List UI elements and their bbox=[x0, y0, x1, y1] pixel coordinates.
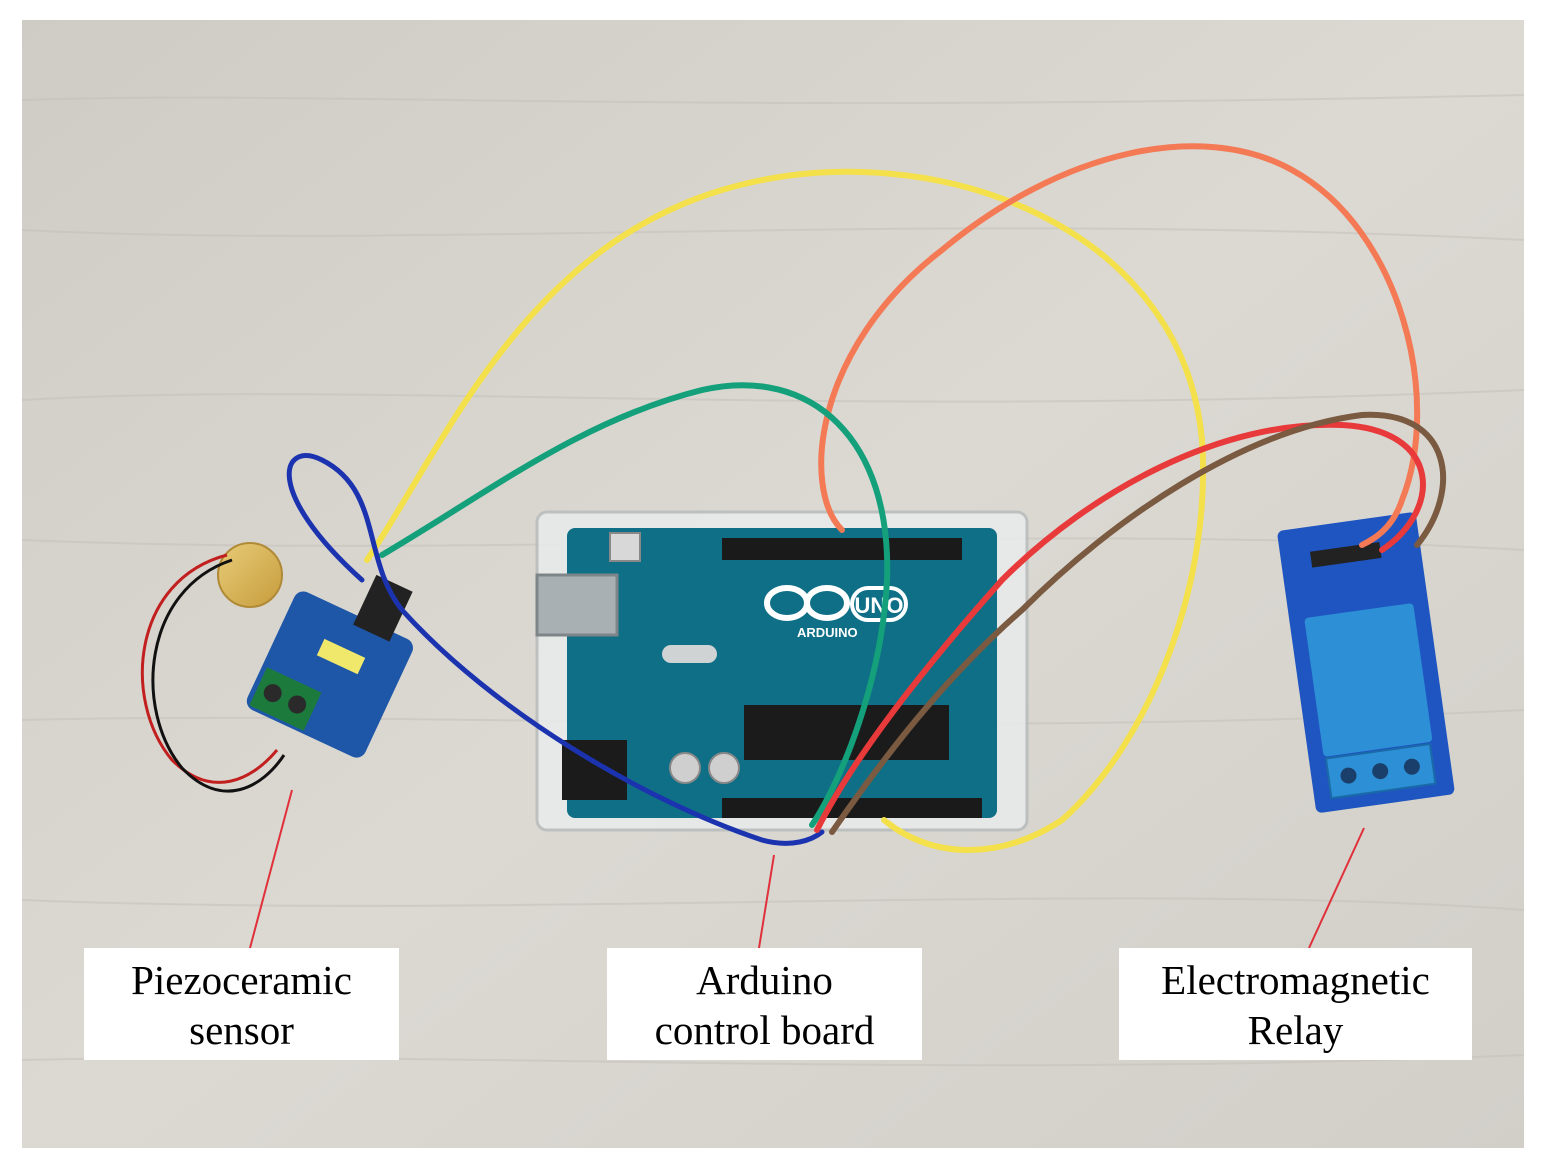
capacitor bbox=[708, 752, 740, 784]
callout-lines bbox=[249, 789, 1365, 949]
sensor-resistor bbox=[316, 638, 366, 675]
callout-line-arduino bbox=[758, 854, 775, 949]
arduino-board: UNO ARDUINO bbox=[535, 510, 1029, 832]
label-line-1: Piezoceramic bbox=[131, 957, 352, 1003]
capacitor bbox=[669, 752, 701, 784]
wire-orange bbox=[818, 143, 1421, 548]
uno-text: UNO bbox=[855, 593, 904, 618]
pcb bbox=[567, 528, 997, 818]
callout-line-piezo bbox=[249, 789, 293, 949]
arduino-logo bbox=[764, 585, 850, 621]
reset-button bbox=[609, 532, 641, 562]
piezo-disc bbox=[217, 542, 283, 608]
digital-header bbox=[722, 538, 962, 560]
relay-header bbox=[1309, 542, 1382, 568]
relay-block bbox=[1304, 603, 1433, 757]
screw bbox=[288, 695, 307, 714]
piezo-lead-black bbox=[151, 558, 286, 793]
crystal bbox=[662, 645, 717, 663]
piezo-lead-red bbox=[140, 553, 279, 784]
relay-module bbox=[1277, 512, 1455, 813]
screw bbox=[1372, 763, 1389, 780]
label-line-2: control board bbox=[654, 1007, 875, 1053]
label-arduino-control-board: Arduino control board bbox=[607, 948, 922, 1060]
label-line-1: Arduino bbox=[696, 957, 833, 1003]
screw bbox=[1340, 767, 1357, 784]
wire-yellow bbox=[364, 168, 1206, 853]
sensor-connector bbox=[353, 574, 413, 642]
screw bbox=[1403, 758, 1420, 775]
piezo-sensor bbox=[140, 542, 413, 793]
screw bbox=[263, 684, 282, 703]
wire-brown bbox=[829, 411, 1447, 835]
label-electromagnetic-relay: Electromagnetic Relay bbox=[1119, 948, 1472, 1060]
wire-blue bbox=[286, 453, 825, 846]
label-line-2: Relay bbox=[1247, 1007, 1344, 1053]
brand-text: ARDUINO bbox=[797, 625, 858, 640]
usb-port bbox=[535, 573, 619, 637]
uno-badge bbox=[850, 586, 908, 622]
callout-line-relay bbox=[1308, 827, 1365, 949]
label-piezoceramic-sensor: Piezoceramic sensor bbox=[84, 948, 399, 1060]
label-line-2: sensor bbox=[189, 1007, 294, 1053]
label-line-1: Electromagnetic bbox=[1161, 957, 1430, 1003]
terminal-block bbox=[249, 667, 322, 731]
wire-red bbox=[814, 421, 1426, 833]
wires bbox=[286, 143, 1447, 853]
wire-green bbox=[379, 382, 891, 828]
